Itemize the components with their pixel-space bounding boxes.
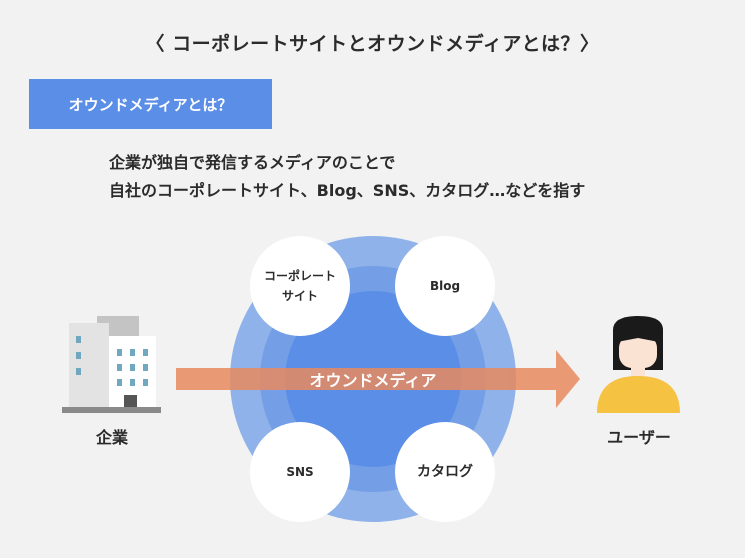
user-label: ユーザー xyxy=(607,428,671,447)
page-title: 〈 コーポレートサイトとオウンドメディアとは？〉 xyxy=(145,33,600,55)
section-label-text: オウンドメディアとは？ xyxy=(68,95,233,114)
bubble-corporate-site xyxy=(250,236,350,336)
bubble-sns-label: SNS xyxy=(286,465,314,479)
company-label: 企業 xyxy=(95,428,128,447)
arrow-shaft xyxy=(176,368,557,390)
company-building-icon xyxy=(62,316,161,413)
bubble-blog-label: Blog xyxy=(429,279,461,293)
arrow-head xyxy=(556,350,580,408)
user-icon xyxy=(597,316,680,413)
section-label-owned-media: オウンドメディアとは？ xyxy=(29,79,272,129)
bubble-corporate-site-label: コーポレート サイト xyxy=(264,266,336,306)
bubble-catalog xyxy=(395,422,495,522)
bubble-sns xyxy=(250,422,350,522)
center-label-owned-media: オウンドメディア xyxy=(309,371,437,390)
flow-arrow xyxy=(176,350,580,408)
description-line-1: 企業が独自で発信するメディアのことで xyxy=(109,153,396,172)
bubble-corporate-line1: コーポレート xyxy=(263,269,337,283)
bubble-blog xyxy=(395,236,495,336)
description-line-2: 自社のコーポレートサイト、Blog、SNS、カタログ…などを指す xyxy=(109,181,586,200)
bubble-catalog-label: カタログ xyxy=(417,464,473,480)
bubble-corporate-line2: サイト xyxy=(281,289,319,303)
